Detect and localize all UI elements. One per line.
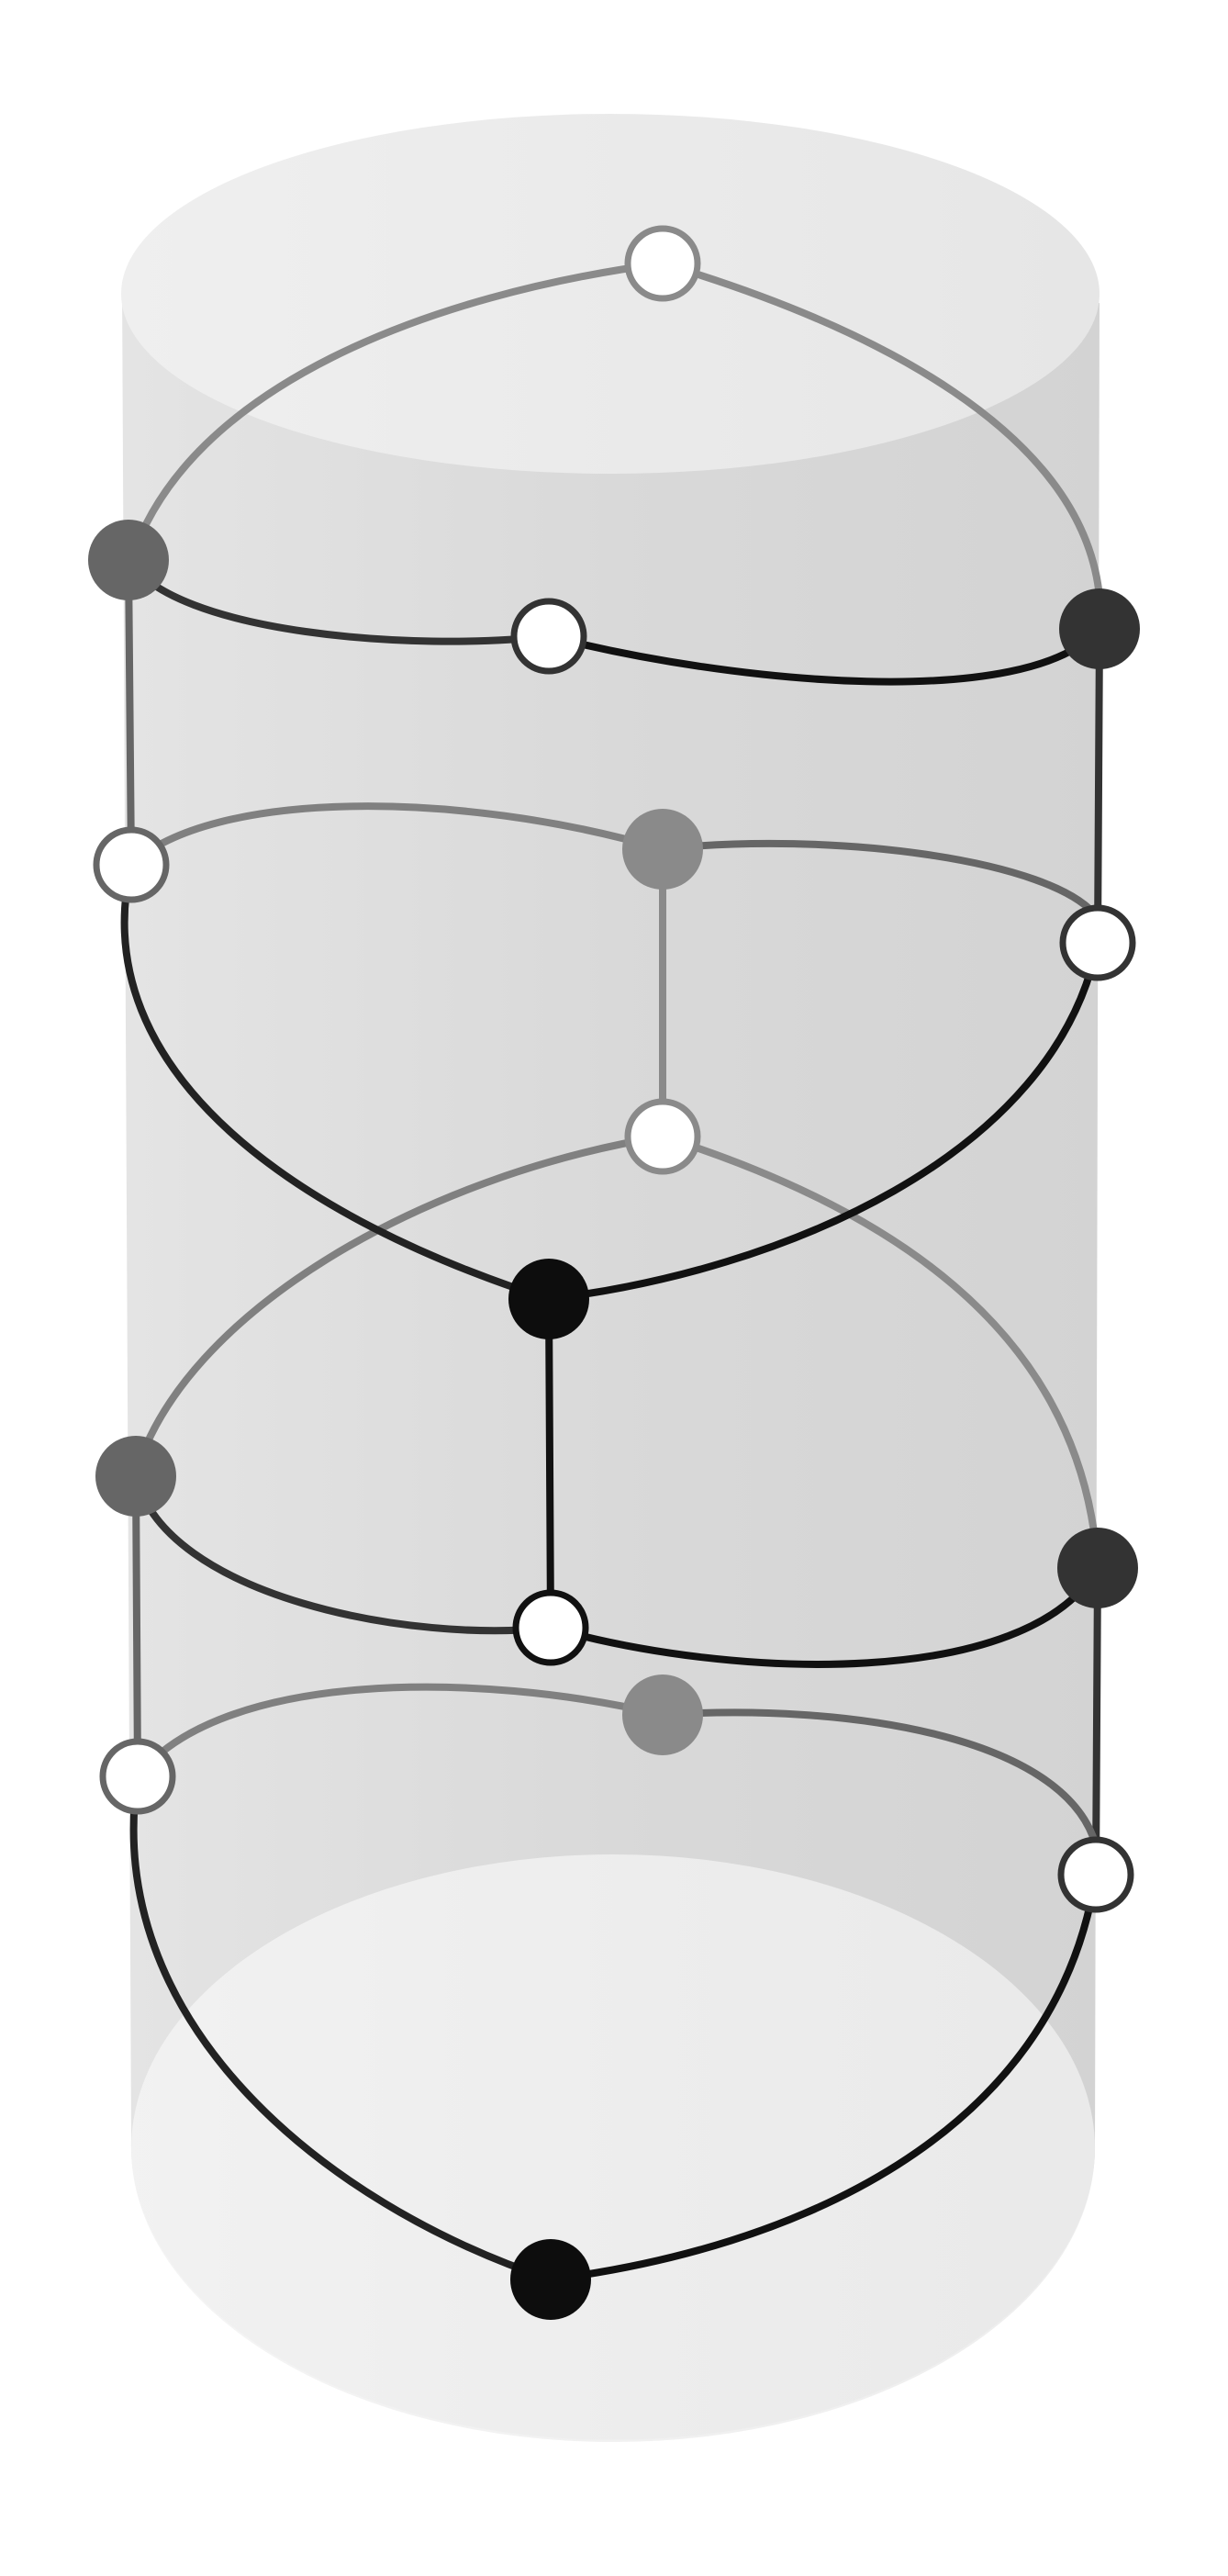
vertex-filled (510, 2239, 591, 2320)
edge (1094, 625, 1103, 946)
graph-vertices (88, 225, 1140, 2320)
vertex-filled (622, 1674, 703, 1755)
vertex-open (1057, 1836, 1134, 1913)
edge (545, 625, 1103, 686)
vertex-filled (508, 1259, 589, 1339)
graph-edges (120, 260, 1103, 2283)
edge (659, 1708, 1100, 1849)
edge (132, 1473, 141, 1780)
edge (659, 839, 1101, 922)
edge (659, 1133, 1101, 1572)
vertex-open (624, 225, 701, 302)
edge (1092, 1564, 1101, 1878)
edge (125, 556, 135, 868)
edge (547, 1564, 1101, 1668)
edge (545, 939, 1101, 1303)
vertex-filled (1059, 588, 1140, 669)
edge (545, 1295, 554, 1631)
cylinder-top-face (121, 114, 1100, 474)
edge (659, 260, 1103, 600)
vertex-open (512, 1589, 589, 1666)
edge (132, 1473, 554, 1635)
vertex-open (93, 826, 170, 903)
edge (129, 1773, 554, 2283)
vertex-open (99, 1738, 176, 1815)
edge (128, 802, 666, 868)
vertex-open (624, 1098, 701, 1175)
vertex-filled (95, 1436, 176, 1517)
vertex-filled (88, 520, 169, 600)
vertex-filled (622, 809, 703, 890)
vertex-filled (1057, 1528, 1138, 1608)
cylinder-bottom-face (131, 1854, 1095, 2442)
edge (128, 260, 666, 564)
vertex-open (1059, 904, 1136, 981)
edge (547, 1871, 1100, 2283)
edge (134, 1683, 666, 1780)
cylinder (121, 114, 1100, 2442)
vertex-open (510, 598, 587, 675)
edge (120, 861, 553, 1303)
edge (132, 1133, 666, 1477)
